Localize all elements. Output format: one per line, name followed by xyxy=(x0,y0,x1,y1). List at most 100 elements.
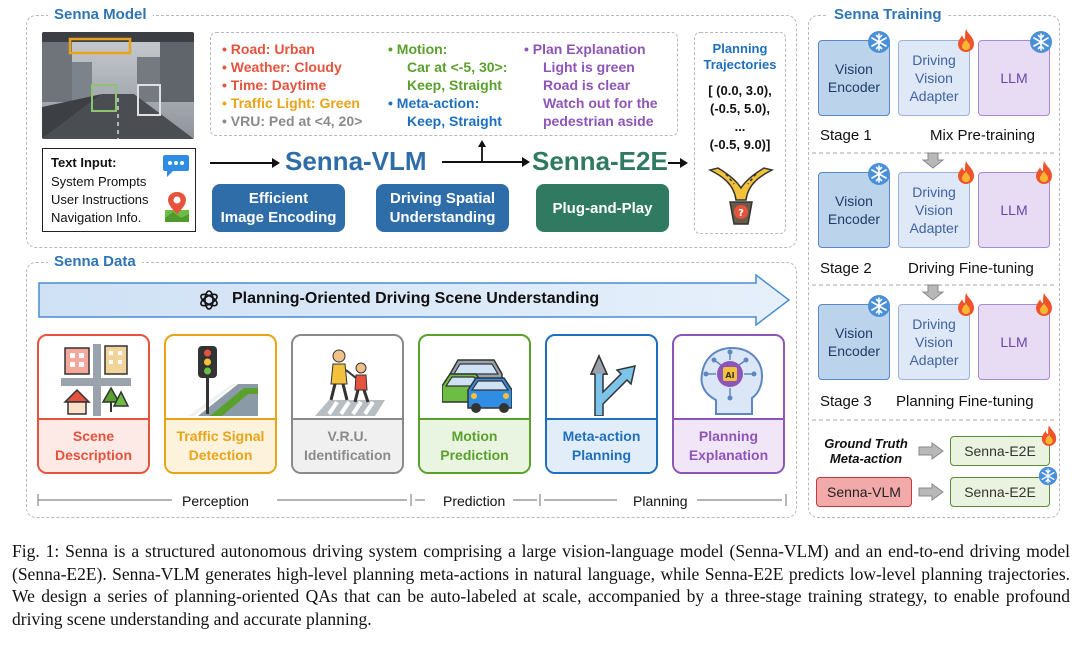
scene-info-list: • Road: Urban • Weather: Cloudy • Time: … xyxy=(222,40,362,130)
ai-head-icon: AI xyxy=(700,346,764,415)
module-label: LLM xyxy=(1000,334,1028,350)
senna-training-title: Senna Training xyxy=(828,6,948,23)
feature-plug-and-play: Plug-and-Play xyxy=(536,184,669,232)
svg-text:?: ? xyxy=(738,208,744,219)
task-caption-line: V.R.U. xyxy=(327,428,368,444)
trajectories-title: Planning Trajectories xyxy=(694,41,786,73)
scene-info-item: • Time: Daytime xyxy=(222,77,327,93)
text-input-line-2: User Instructions xyxy=(51,192,149,207)
module-label: Vision Encoder xyxy=(827,325,881,359)
meta-action-value: Keep, Straight xyxy=(407,113,502,129)
senna-model-panel xyxy=(26,15,797,248)
snowflake-icon xyxy=(867,294,891,318)
task-caption-line: Description xyxy=(54,447,132,463)
motion-line: Keep, Straight xyxy=(407,77,502,93)
text-input-line-3: Navigation Info. xyxy=(51,210,142,225)
scene-info-item: • VRU: Ped at <4, 20> xyxy=(222,113,363,129)
ground-truth-line: Ground Truth xyxy=(824,436,908,451)
trajectories-title-line: Planning xyxy=(712,41,768,56)
plan-explanation: • Plan Explanation Light is green Road i… xyxy=(524,40,658,130)
group-brackets xyxy=(37,494,787,506)
feature-line: Understanding xyxy=(389,209,496,226)
driving-vision-adapter-stage-3: Driving Vision Adapter xyxy=(898,304,970,380)
text-input-heading: Text Input: xyxy=(51,155,117,170)
trajectory-line: ... xyxy=(734,119,746,134)
module-label: Vision Encoder xyxy=(827,193,881,227)
task-caption-line: Scene xyxy=(72,428,115,444)
trajectory-line: (-0.5, 5.0), xyxy=(710,101,770,116)
task-caption-line: Prediction xyxy=(440,447,509,463)
svg-text:AI: AI xyxy=(725,371,734,380)
meta-action-label: • Meta-action: xyxy=(388,95,480,111)
chat-bubble-icon xyxy=(163,155,189,177)
openai-logo-icon xyxy=(200,290,218,310)
senna-vlm-box: Senna-VLM xyxy=(816,477,912,507)
task-vru-identification: V.R.U.Identification xyxy=(291,334,404,474)
traffic-light-icon xyxy=(188,346,258,416)
direction-arrow-icon xyxy=(589,354,636,416)
stage-3-name: Planning Fine-tuning xyxy=(896,393,1034,410)
explanation-line: Watch out for the xyxy=(543,95,658,111)
senna-e2e-frozen-box: Senna-E2E xyxy=(950,477,1050,507)
feature-line: Image Encoding xyxy=(220,209,337,226)
llm-stage-1: LLM xyxy=(978,40,1050,116)
stage-2-number: Stage 2 xyxy=(820,260,872,277)
llm-stage-2: LLM xyxy=(978,172,1050,248)
module-label: Driving Vision Adapter xyxy=(909,316,959,368)
module-label: Driving Vision Adapter xyxy=(909,52,959,104)
module-label: LLM xyxy=(1000,70,1028,86)
snowflake-icon xyxy=(1038,466,1058,486)
banner-text: Planning-Oriented Driving Scene Understa… xyxy=(232,290,600,307)
vlm-to-e2e-arrow xyxy=(442,140,530,167)
group-perception: Perception xyxy=(182,493,249,509)
motion-line: Car at <-5, 30>: xyxy=(407,59,508,75)
pedestrians-icon xyxy=(315,349,385,416)
scene-info-item: • Weather: Cloudy xyxy=(222,59,342,75)
snowflake-icon xyxy=(867,30,891,54)
plan-explanation-label: • Plan Explanation xyxy=(524,41,646,57)
scene-info-text: Time: Daytime xyxy=(230,77,327,93)
task-caption-line: Motion xyxy=(451,428,498,444)
stage-2-separator xyxy=(812,284,1056,301)
module-label: Driving Vision Adapter xyxy=(909,184,959,236)
ground-truth-label: Ground Truth Meta-action xyxy=(818,436,914,466)
stage-1-separator xyxy=(812,152,1056,169)
stage-1-name: Mix Pre-training xyxy=(930,127,1036,144)
task-caption-line: Detection xyxy=(188,447,253,463)
llm-stage-3: LLM xyxy=(978,304,1050,380)
task-caption-line: Traffic Signal xyxy=(176,428,265,444)
group-prediction: Prediction xyxy=(443,493,506,509)
stage-2-name: Driving Fine-tuning xyxy=(908,260,1034,277)
text-input-line-1: System Prompts xyxy=(51,174,147,189)
senna-data-title: Senna Data xyxy=(48,253,142,270)
banner-arrow xyxy=(38,274,790,326)
flame-icon xyxy=(1041,425,1057,446)
senna-e2e-trainable-box: Senna-E2E xyxy=(950,436,1050,466)
trajectories-values: [ (0.0, 3.0), (-0.5, 5.0), ... (-0.5, 9.… xyxy=(694,82,786,154)
motion-info: • Motion: Car at <-5, 30>: Keep, Straigh… xyxy=(388,40,507,130)
stage-3-number: Stage 3 xyxy=(820,393,872,410)
map-pin-icon xyxy=(165,192,189,222)
senna-model-title: Senna Model xyxy=(48,6,153,23)
explanation-line: Road is clear xyxy=(543,77,631,93)
vlm-arrow xyxy=(918,483,944,501)
task-caption-line: Planning xyxy=(698,428,759,444)
group-planning: Planning xyxy=(633,493,688,509)
senna-e2e-label: Senna-E2E xyxy=(532,146,668,176)
explanation-line: pedestrian aside xyxy=(543,113,654,129)
driving-vision-adapter-stage-1: Driving Vision Adapter xyxy=(898,40,970,116)
figure-caption: Fig. 1: Senna is a structured autonomous… xyxy=(12,541,1070,629)
stage-3-separator xyxy=(812,419,1056,421)
snowflake-icon xyxy=(1029,30,1053,54)
gt-arrow xyxy=(918,442,944,460)
city-map-icon xyxy=(61,344,131,416)
